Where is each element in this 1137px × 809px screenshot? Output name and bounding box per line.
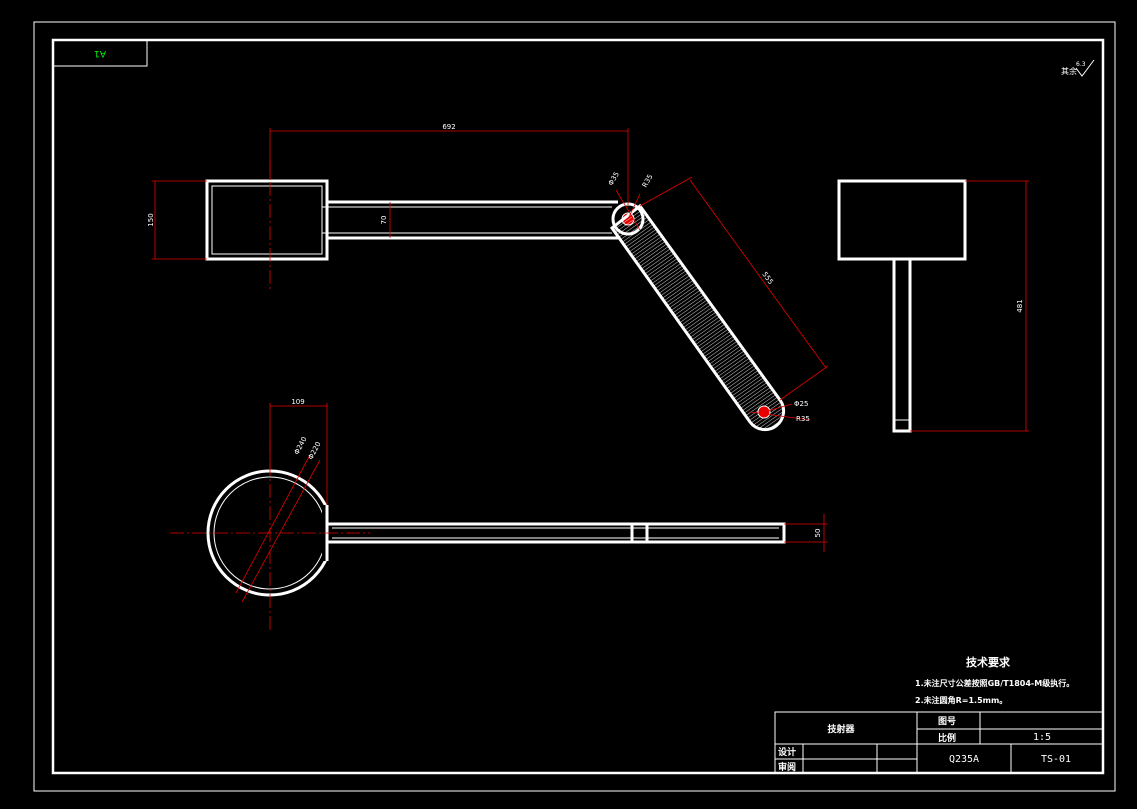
roughness-symbol: 其余 6.3 <box>1061 59 1095 77</box>
dim-top-bar-height: 50 <box>814 529 822 538</box>
outer-border <box>33 21 1116 792</box>
tech-requirements-title: 技术要求 <box>966 655 1011 669</box>
inner-border <box>51 38 1105 775</box>
tech-requirement-1: 1.未注尺寸公差按照GB/T1804-M级执行。 <box>915 678 1074 688</box>
drawing-code: TS-01 <box>1041 754 1071 765</box>
designer-label: 设计 <box>778 746 796 758</box>
dim-arm-length: 555 <box>760 270 774 286</box>
part-name: 技射器 <box>827 723 855 735</box>
front-view: 692 150 70 Φ35 R35 555 Φ25 R35 <box>147 123 829 432</box>
format-label-box: A1 <box>52 39 148 67</box>
dim-ring-inner: Φ220 <box>307 441 323 461</box>
dim-pivot-radius: R35 <box>641 173 655 189</box>
title-block: 技射器 图号 比例 1:5 设计 审阅 Q235A TS-01 <box>774 711 1104 774</box>
material: Q235A <box>949 754 979 765</box>
dim-ring-outer: Φ240 <box>293 436 309 456</box>
scale-label: 比例 <box>938 732 956 744</box>
scale-value: 1:5 <box>1033 732 1051 743</box>
tech-requirement-2: 2.未注圆角R=1.5mm。 <box>915 695 1007 705</box>
top-view: 109 Φ240 Φ220 50 <box>170 398 828 630</box>
dim-pivot-dia: Φ35 <box>607 171 621 187</box>
dim-front-length: 692 <box>442 123 455 131</box>
tech-requirements: 技术要求 1.未注尺寸公差按照GB/T1804-M级执行。 2.未注圆角R=1.… <box>915 655 1074 705</box>
dim-head-height: 150 <box>147 213 155 226</box>
roughness-label: 其余 <box>1061 66 1077 76</box>
roughness-value: 6.3 <box>1076 61 1086 68</box>
dim-arm-end-radius: R35 <box>796 415 810 423</box>
drawing-no-label: 图号 <box>938 716 956 727</box>
dim-top-offset: 109 <box>291 398 304 406</box>
dim-arm-end-dia: Φ25 <box>794 400 808 408</box>
side-view: 481 <box>837 179 1029 433</box>
format-label: A1 <box>94 48 106 58</box>
dim-handle-height: 70 <box>380 216 388 225</box>
reviewer-label: 审阅 <box>778 761 796 773</box>
dim-side-height: 481 <box>1016 299 1024 312</box>
